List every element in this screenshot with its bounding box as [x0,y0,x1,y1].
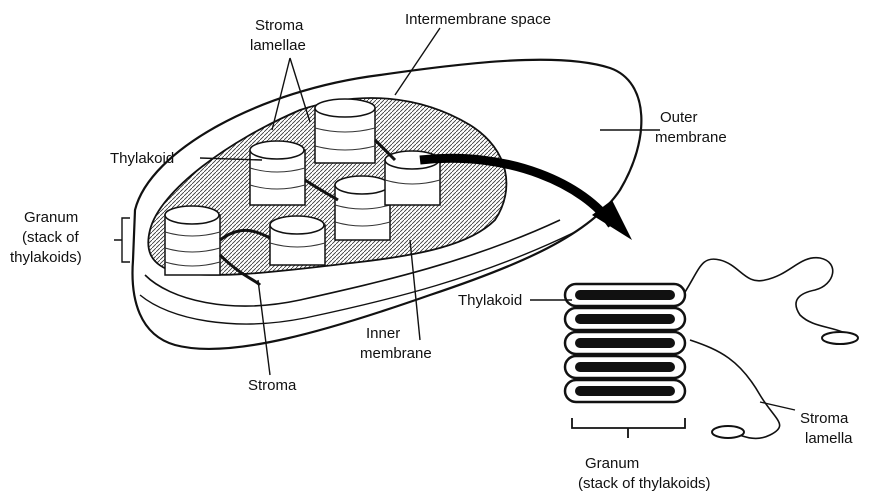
label-stroma: Stroma [248,377,297,394]
thylakoid-disc [565,284,685,306]
label-stroma-lamella-2: lamella [805,430,853,447]
label-granum-right-1: Granum [585,455,639,472]
thylakoid-disc [565,356,685,378]
label-granum-left-2: (stack of [22,229,80,246]
thylakoid-disc [565,308,685,330]
label-stroma-lamellae-2: lamellae [250,37,306,54]
label-outer-membrane-1: Outer [660,109,698,126]
label-thylakoid-right: Thylakoid [458,292,522,309]
label-stroma-lamellae-1: Stroma [255,17,304,34]
granum-stack [250,141,305,205]
granum-stack [335,176,390,240]
label-inner-membrane-1: Inner [366,325,400,342]
label-stroma-lamella-1: Stroma [800,410,849,427]
label-inner-membrane-2: membrane [360,345,432,362]
granum-stack [270,216,325,265]
thylakoid-disc [565,332,685,354]
label-granum-left-3: thylakoids) [10,249,82,266]
granum-bracket [572,418,685,438]
label-thylakoid-left: Thylakoid [110,150,174,167]
chloroplast [132,60,641,349]
granum-stack [165,206,220,275]
label-granum-right-2: (stack of thylakoids) [578,475,711,492]
thylakoid-disc [565,380,685,402]
label-granum-left-1: Granum [24,209,78,226]
label-outer-membrane-2: membrane [655,129,727,146]
granum-stack [315,99,375,163]
label-intermembrane-space: Intermembrane space [405,11,551,28]
